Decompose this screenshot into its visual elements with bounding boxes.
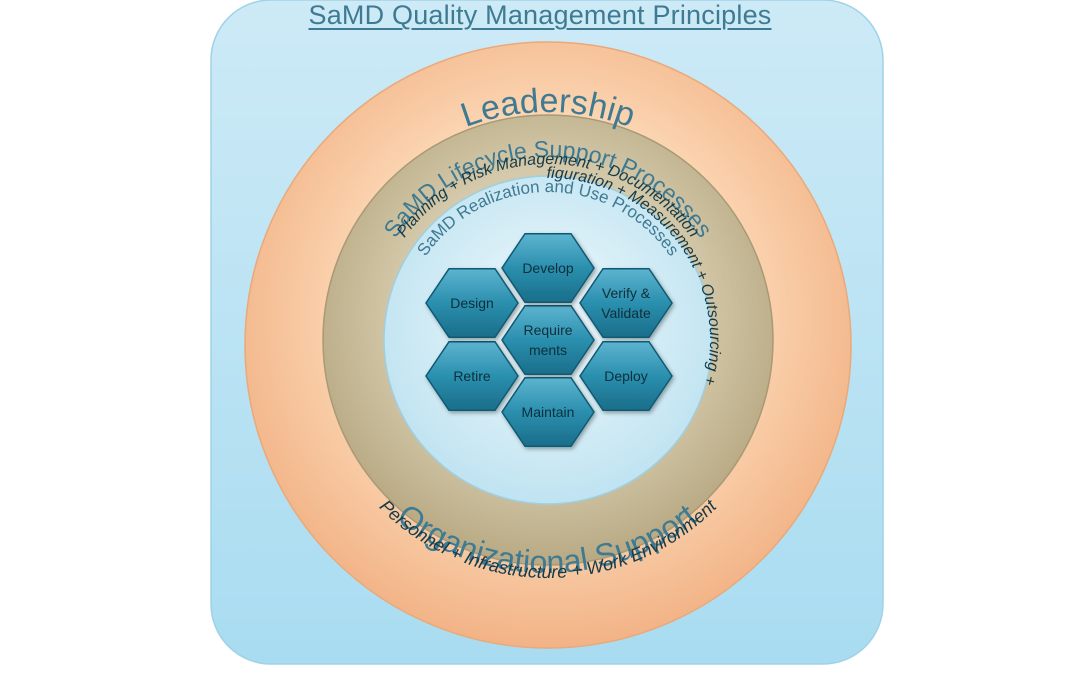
hexagon-verify: [579, 267, 673, 339]
hexagon-label-maintain: Maintain: [522, 404, 575, 420]
hexagon-deploy: [579, 340, 673, 412]
hexagon-label-retire: Retire: [453, 368, 491, 384]
hexagon-label-design: Design: [450, 295, 494, 311]
hexagon-maintain: [501, 376, 595, 448]
hexagon-center: [501, 304, 595, 376]
hexagon-label-verify: Validate: [601, 305, 651, 321]
hexagon-develop: [501, 232, 595, 304]
hexagon-label-center: Require: [523, 322, 572, 338]
hexagon-label-verify: Verify &: [602, 285, 651, 301]
hexagon-retire: [425, 340, 519, 412]
hexagon-design: [425, 267, 519, 339]
hexagon-label-develop: Develop: [522, 260, 574, 276]
hexagon-label-deploy: Deploy: [604, 368, 648, 384]
hexagon-label-center: ments: [529, 342, 567, 358]
